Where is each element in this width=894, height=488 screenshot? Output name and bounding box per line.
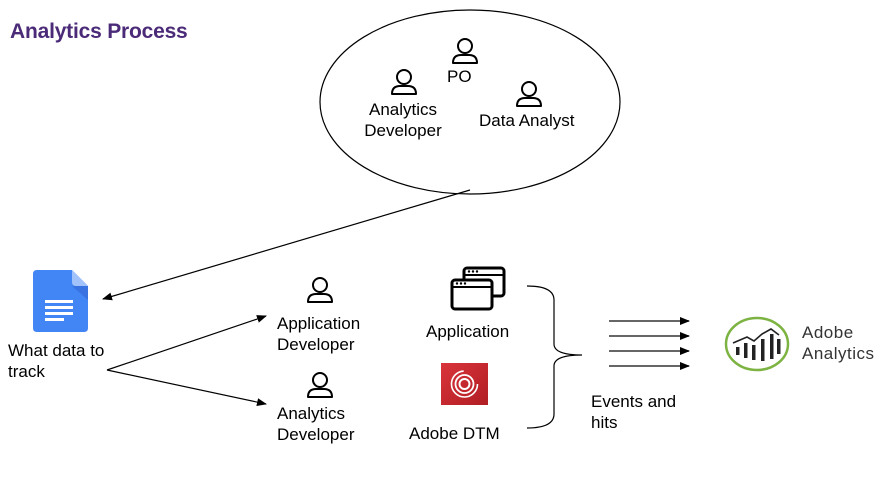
label-line: Analytics (277, 404, 346, 423)
stakeholder-data-analyst-label: Data Analyst (479, 111, 575, 130)
arrow-document-to-app-developer (106, 315, 267, 371)
person-icon (307, 277, 333, 303)
events-label: Events and hits (591, 391, 676, 433)
browser-windows-icon (450, 266, 506, 311)
label-line: track (8, 362, 45, 381)
label-line: hits (591, 413, 618, 432)
event-arrows (609, 317, 690, 370)
label-line: Application (277, 314, 361, 333)
page-title: Analytics Process (10, 20, 188, 43)
application-developer-label: Application Developer (277, 313, 360, 355)
google-docs-icon (33, 270, 88, 332)
person-icon (391, 69, 417, 95)
person-icon (516, 81, 542, 107)
adobe-analytics-label: Adobe Analytics (802, 322, 875, 364)
label-line: Events and (591, 392, 677, 411)
adobe-dtm-icon (441, 363, 488, 405)
label-line: Developer (364, 121, 442, 140)
label-line: What data to (8, 341, 105, 360)
arrow-document-to-analytics-developer (106, 369, 267, 407)
application-label: Application (426, 322, 510, 341)
adobe-analytics-logo-icon (724, 316, 790, 372)
label-line: Developer (277, 425, 355, 444)
analytics-developer-label: Analytics Developer (277, 403, 355, 445)
document-label: What data to track (8, 340, 104, 382)
label-line: Adobe (802, 323, 854, 342)
label-line: Developer (277, 335, 355, 354)
person-icon (307, 372, 333, 398)
label-line: Analytics (368, 100, 438, 119)
stakeholder-po-label: PO (447, 67, 472, 86)
stakeholder-ellipse (319, 9, 621, 195)
label-line: Analytics (802, 344, 875, 363)
person-icon (452, 38, 478, 64)
arrow-stakeholders-to-document (102, 189, 471, 301)
grouping-brace (526, 285, 583, 429)
stakeholder-analytics-developer-label: Analytics Developer (362, 99, 444, 141)
adobe-dtm-label: Adobe DTM (409, 424, 500, 443)
